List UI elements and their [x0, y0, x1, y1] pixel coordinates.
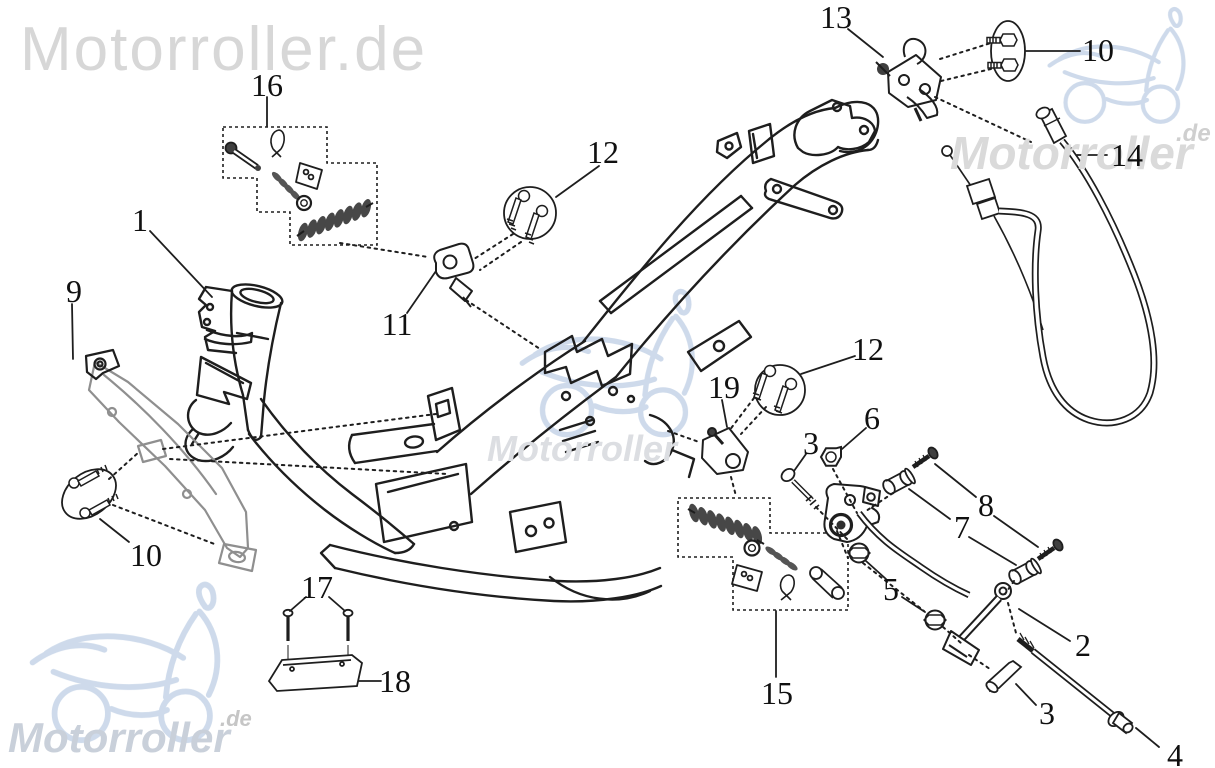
part-label-3: 3: [1039, 695, 1055, 731]
part-label-14: 14: [1111, 137, 1143, 173]
part-label-18: 18: [379, 663, 411, 699]
pin-3-lower-bolt-4: [985, 632, 1134, 735]
group-box-15: [677, 497, 849, 611]
part-label-13: 13: [820, 0, 852, 35]
group-15-parts: [687, 503, 845, 601]
bracket-part-9: [84, 348, 121, 381]
part-label-3: 3: [803, 425, 819, 461]
seat-lock-cable-part-14: [941, 106, 1158, 427]
part-label-17: 17: [301, 569, 333, 605]
part-label-5: 5: [883, 571, 899, 607]
part-label-7: 7: [954, 509, 970, 545]
screws-17-plate-18: [267, 608, 363, 692]
part-label-12: 12: [852, 331, 884, 367]
stand-stopper-bracket: [87, 360, 258, 573]
watermark-motorroller-bottom-left: Motorroller .de: [8, 706, 252, 762]
watermark-motorroller-right: Motorroller .de: [950, 120, 1211, 180]
part-label-16: 16: [251, 67, 283, 103]
nuts-5-6: [819, 445, 947, 631]
bracket-part-19: [701, 427, 749, 475]
part-label-12: 12: [587, 134, 619, 170]
part-label-15: 15: [761, 675, 793, 711]
part-label-10: 10: [130, 537, 162, 573]
part-label-2: 2: [1075, 627, 1091, 663]
label-leader-lines: [71, 28, 1160, 748]
main-stand-spring: [297, 198, 372, 242]
bolt-circle-12b: [754, 364, 806, 416]
watermark-motorroller-middle: Motorroller: [487, 428, 678, 469]
group-16-parts: [224, 129, 374, 242]
seat-lock-part-13: [875, 37, 942, 122]
part-label-10: 10: [1082, 32, 1114, 68]
dotted-connectors: [108, 42, 1032, 670]
bolt-part-3-upper: [780, 467, 820, 510]
part-label-19: 19: [708, 369, 740, 405]
circled-bolts: [68, 33, 1019, 519]
part-label-6: 6: [864, 400, 880, 436]
bracket-part-11: [433, 242, 475, 308]
part-label-11: 11: [381, 306, 413, 342]
watermark-bottom-left-de: .de: [220, 706, 252, 731]
part-label-1: 1: [132, 202, 148, 238]
part-label-8: 8: [978, 487, 994, 523]
watermark-motorroller-top-left: Motorroller.de: [20, 15, 428, 84]
frame-line-art: [184, 98, 880, 603]
part-label-4: 4: [1167, 737, 1183, 768]
group-box-16: [222, 126, 378, 246]
watermark-bottom-left-text: Motorroller: [8, 714, 230, 761]
watermark-right-de: .de: [1176, 120, 1211, 147]
dashed-group-boxes: [222, 126, 849, 611]
stand-pivot-assembly: [823, 483, 1012, 666]
main-stand-spring: [688, 503, 763, 545]
bushings-7-screws-8: [882, 446, 1064, 585]
watermark-right-text: Motorroller: [950, 127, 1193, 179]
bolt-oval-10-left: [61, 468, 117, 520]
scooter-sketch-icon: [1050, 9, 1184, 122]
scooter-sketch-watermarks: [33, 9, 1184, 740]
part-label-9: 9: [66, 273, 82, 309]
bolt-oval-10-right: [990, 20, 1026, 82]
